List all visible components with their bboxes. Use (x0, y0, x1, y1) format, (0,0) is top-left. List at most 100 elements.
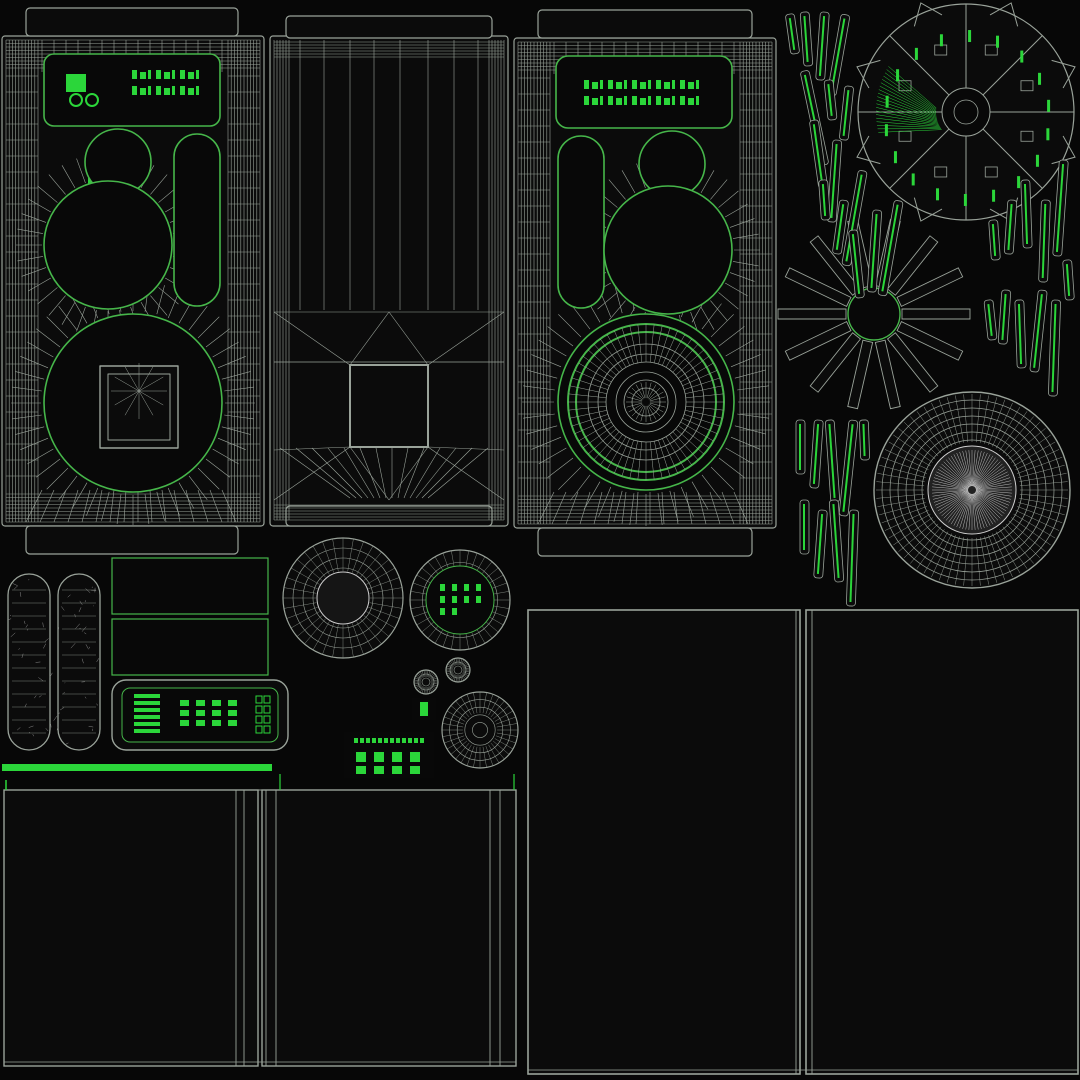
speaker-side-island (270, 16, 508, 526)
hub-glyph (1036, 155, 1039, 167)
hub-glyph (885, 124, 888, 136)
panel-glyph (134, 701, 160, 705)
label-glyph (616, 98, 622, 105)
label-glyph (584, 80, 589, 89)
knob-glyph (452, 596, 457, 603)
hub-glyph (1046, 128, 1049, 140)
panel-bottom-left (4, 790, 258, 1066)
label-glyph (180, 70, 185, 79)
panel-bottom-center (262, 790, 516, 1066)
label-glyph (132, 70, 137, 79)
label-glyph (624, 96, 627, 105)
label-glyph (608, 80, 613, 89)
knob-glyph (452, 608, 457, 615)
hub-center (942, 88, 990, 136)
label-glyph (156, 86, 161, 95)
glyph-strip (408, 738, 412, 743)
panel-glyph (180, 700, 189, 706)
knob-glyph (452, 584, 457, 591)
label-glyph (132, 86, 137, 95)
glyph-strip (410, 752, 420, 762)
panel-glyph (212, 710, 221, 716)
hub-glyph (996, 36, 999, 48)
green-baseline-strip (2, 764, 272, 771)
label-glyph (648, 80, 651, 89)
speaker-a-mid-driver (44, 181, 172, 309)
hub-glyph (936, 188, 939, 200)
glyph-strip (410, 766, 420, 774)
label-glyph (616, 82, 622, 89)
knob-glyph (464, 596, 469, 603)
knob-glyph (476, 584, 481, 591)
hub-glyph (1038, 73, 1041, 85)
side-panel-bottom-strip (286, 506, 492, 526)
hub-glyph (992, 190, 995, 202)
panel-glyph (196, 710, 205, 716)
label-glyph (592, 82, 598, 89)
label-glyph (188, 72, 194, 79)
panel-glyph (196, 720, 205, 726)
label-icon (66, 74, 86, 92)
speaker-b-bottom-strip (538, 528, 752, 556)
blank-plate-top (112, 558, 268, 614)
glyph-strip (396, 738, 400, 743)
glyph-strip (392, 752, 402, 762)
side-panel-top-strip (286, 16, 492, 38)
hub-glyph (912, 173, 915, 185)
glyph-strip (390, 738, 394, 743)
hub-glyph (968, 30, 971, 42)
panel-glyph (228, 700, 237, 706)
label-glyph (188, 88, 194, 95)
speaker-a-bottom-strip (26, 526, 238, 554)
knob-glyph (464, 584, 469, 591)
label-glyph (196, 86, 199, 95)
star-spoke (902, 309, 970, 319)
mini-glyph (420, 702, 428, 716)
label-glyph (688, 98, 694, 105)
label-glyph (172, 86, 175, 95)
knob-glyph (440, 608, 445, 615)
handle-left (8, 574, 50, 750)
hub-glyph (915, 48, 918, 60)
label-glyph (196, 70, 199, 79)
glyph-strip (420, 738, 424, 743)
label-glyph (664, 82, 670, 89)
uv-strip-edge (799, 424, 801, 470)
hub-glyph (1020, 51, 1023, 63)
label-glyph (600, 96, 603, 105)
glyph-strip (374, 766, 384, 774)
glyph-strip (414, 738, 418, 743)
glyph-strip (392, 766, 402, 774)
label-glyph (696, 80, 699, 89)
panel-glyph (212, 720, 221, 726)
label-glyph (672, 96, 675, 105)
label-glyph (156, 70, 161, 79)
panel-glyph (134, 694, 160, 698)
wheel-hub-island (857, 3, 1075, 221)
label-glyph (632, 96, 637, 105)
label-glyph (648, 96, 651, 105)
side-panel-center-square (350, 365, 428, 447)
knob-medium-face (426, 566, 494, 634)
hub-glyph (894, 151, 897, 163)
panel-glyph (180, 720, 189, 726)
glyph-strip (374, 752, 384, 762)
label-glyph (640, 98, 646, 105)
panel-glyph (134, 729, 160, 733)
label-glyph (696, 96, 699, 105)
label-glyph (584, 96, 589, 105)
hub-glyph (1047, 100, 1050, 112)
glyph-strip (372, 738, 376, 743)
knob-large-cap (317, 572, 369, 624)
glyph-strip (384, 738, 388, 743)
knob-glyph (476, 596, 481, 603)
label-glyph (624, 80, 627, 89)
label-glyph (600, 80, 603, 89)
knob-glyph (440, 584, 445, 591)
label-glyph (164, 88, 170, 95)
glyph-strip (356, 752, 366, 762)
label-glyph (664, 98, 670, 105)
speaker-a-top-strip (26, 8, 238, 36)
hub-glyph (940, 34, 943, 46)
